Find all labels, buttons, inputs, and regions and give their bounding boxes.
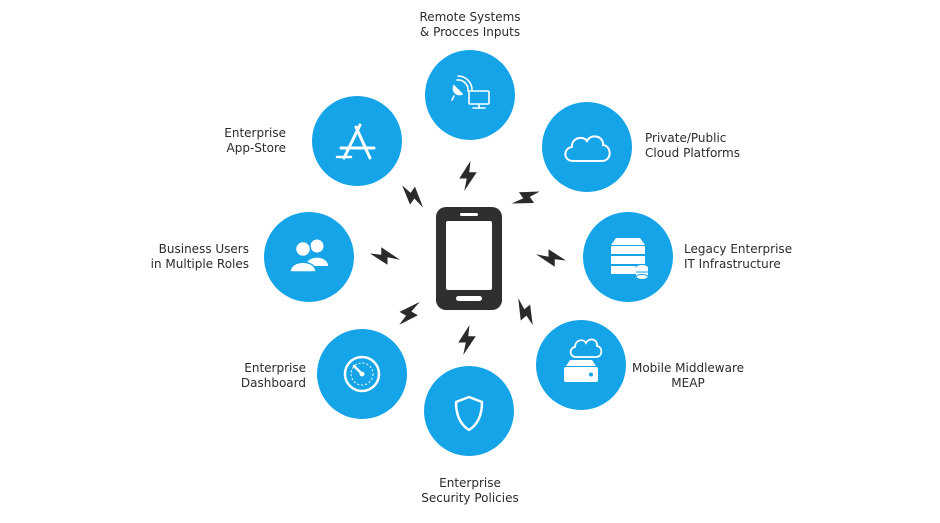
bolt-icon: [458, 325, 476, 355]
node-circle: [424, 366, 514, 456]
bolt-icon: [370, 247, 400, 265]
node-middleware[interactable]: [536, 320, 626, 410]
bolt-icon: [508, 294, 542, 330]
bolt-icon: [395, 180, 431, 212]
bolt-icon: [508, 182, 544, 214]
node-circle: [425, 50, 515, 140]
server-database-icon: [611, 238, 649, 280]
node-remote-systems[interactable]: [425, 50, 515, 140]
node-circle: [542, 102, 632, 192]
speedometer-icon: [343, 355, 381, 393]
node-app-store[interactable]: [312, 96, 402, 186]
users-icon: [289, 239, 328, 273]
cloud-storage-icon: [564, 338, 603, 382]
bolt-icon: [536, 249, 566, 267]
node-cloud-platforms[interactable]: [542, 102, 632, 192]
cloud-icon: [564, 135, 611, 162]
app-store-icon: [335, 123, 376, 160]
satellite-monitor-icon: [451, 75, 490, 109]
bolt-icon: [459, 161, 477, 191]
label-remote-systems: Remote Systems& Procces Inputs: [419, 10, 521, 39]
bolt-icon: [393, 295, 425, 331]
node-security-policies[interactable]: [424, 366, 514, 456]
smartphone-icon: [436, 207, 502, 310]
node-dashboard[interactable]: [317, 329, 407, 419]
node-business-users[interactable]: [264, 212, 354, 302]
shield-icon: [454, 395, 484, 432]
node-circle: [264, 212, 354, 302]
node-legacy-it[interactable]: [583, 212, 673, 302]
node-circle: [312, 96, 402, 186]
